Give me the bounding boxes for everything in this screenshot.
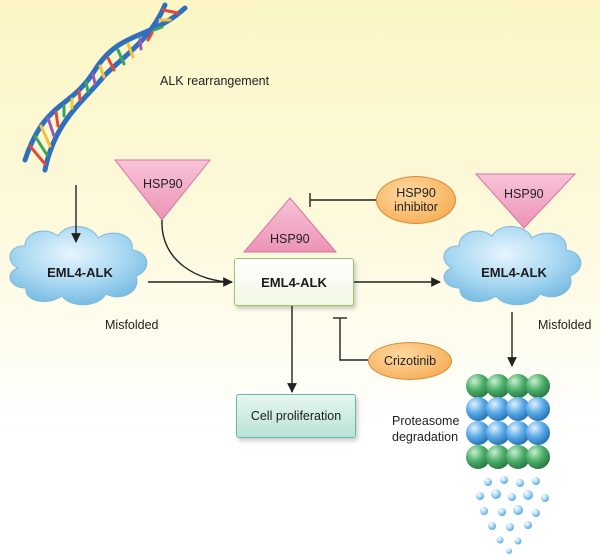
hsp90-to-center-arrow [161, 219, 233, 283]
hsp90-center-label: HSP90 [270, 232, 310, 246]
hsp90-left-label: HSP90 [143, 177, 183, 191]
hsp90-right-label: HSP90 [504, 187, 544, 201]
peptide-bubbles [476, 476, 549, 554]
proteasome-label-line1: Proteasome [392, 414, 460, 428]
cell-proliferation-box: Cell proliferation [236, 394, 356, 438]
eml4-alk-center-box: EML4-ALK [234, 258, 354, 306]
cloud-right [443, 226, 582, 306]
eml4-alk-right-label: EML4-ALK [481, 265, 547, 280]
crizotinib-inhibition [339, 318, 368, 361]
cloud-left [9, 226, 148, 306]
cell-proliferation-label: Cell proliferation [250, 409, 342, 423]
crizotinib-label: Crizotinib [383, 353, 437, 368]
hsp90-inhibitor-line2: inhibitor [394, 200, 438, 214]
eml4-alk-center-label: EML4-ALK [261, 274, 327, 290]
dna-helix-icon [22, 2, 188, 173]
eml4-alk-left-label: EML4-ALK [47, 265, 113, 280]
hsp90-triangle-right [474, 173, 577, 229]
proteasome-icon [466, 374, 550, 554]
hsp90-triangle-left [113, 159, 212, 221]
hsp90-inhibitor-pill: HSP90 inhibitor [376, 176, 456, 224]
misfolded-right-label: Misfolded [538, 318, 592, 332]
alk-rearrangement-label: ALK rearrangement [160, 74, 270, 88]
misfolded-left-label: Misfolded [105, 318, 159, 332]
hsp90-triangle-center [242, 197, 338, 253]
proteasome-label-line2: degradation [392, 430, 459, 444]
crizotinib-pill: Crizotinib [368, 342, 452, 380]
hsp90-inhibitor-line1: HSP90 [396, 185, 436, 200]
